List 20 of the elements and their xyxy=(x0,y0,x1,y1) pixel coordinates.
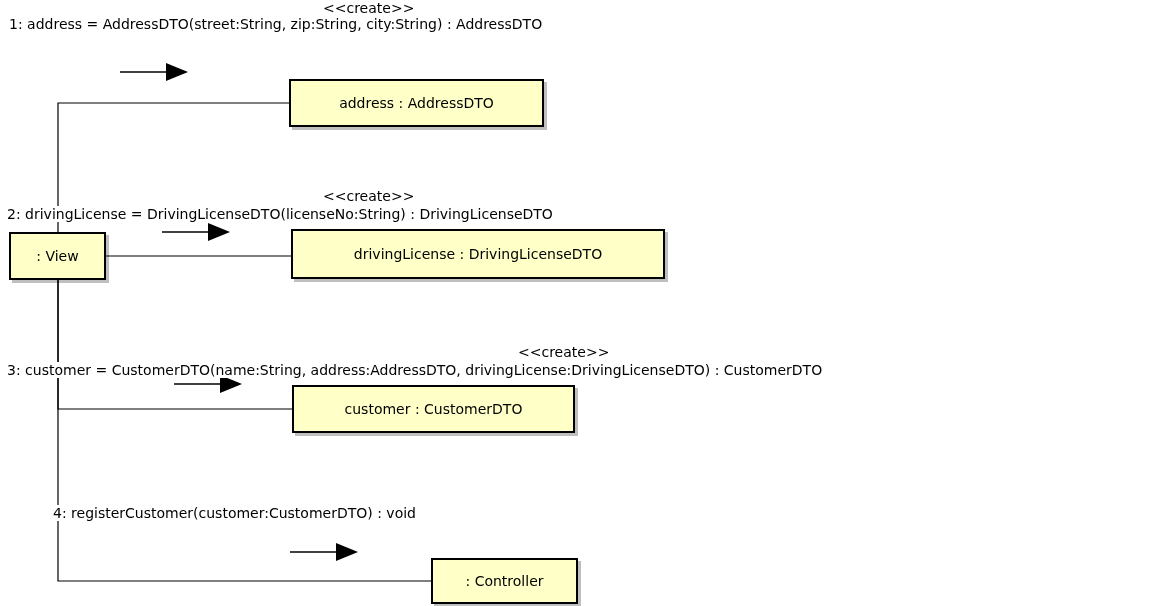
message-label: 4: registerCustomer(customer:CustomerDTO) : void xyxy=(52,505,417,521)
object-box xyxy=(291,229,665,279)
connector-line xyxy=(57,102,290,233)
message-label: 3: customer = CustomerDTO(name:String, address:AddressDTO, drivingLicense:DrivingLicenseDTO) : CustomerDTO xyxy=(6,362,824,378)
object-name: customer : CustomerDTO xyxy=(344,401,523,417)
stereotype-label: <<create>> xyxy=(322,188,416,204)
object-name: : View xyxy=(36,248,79,264)
connector-line xyxy=(105,255,292,257)
object-name: drivingLicense : DrivingLicenseDTO xyxy=(353,246,603,262)
object-box xyxy=(292,385,575,433)
object-box xyxy=(431,558,578,604)
message-label: 1: address = AddressDTO(street:String, zip:String, city:String) : AddressDTO xyxy=(8,16,544,32)
connector-line xyxy=(57,279,432,582)
object-name: : Controller xyxy=(465,573,544,589)
object-box xyxy=(9,232,106,280)
stereotype-label: <<create>> xyxy=(322,0,416,16)
object-name: address : AddressDTO xyxy=(339,95,494,111)
stereotype-label: <<create>> xyxy=(517,344,611,360)
object-box xyxy=(289,79,544,127)
message-label: 2: drivingLicense = DrivingLicenseDTO(licenseNo:String) : DrivingLicenseDTO xyxy=(6,206,554,222)
